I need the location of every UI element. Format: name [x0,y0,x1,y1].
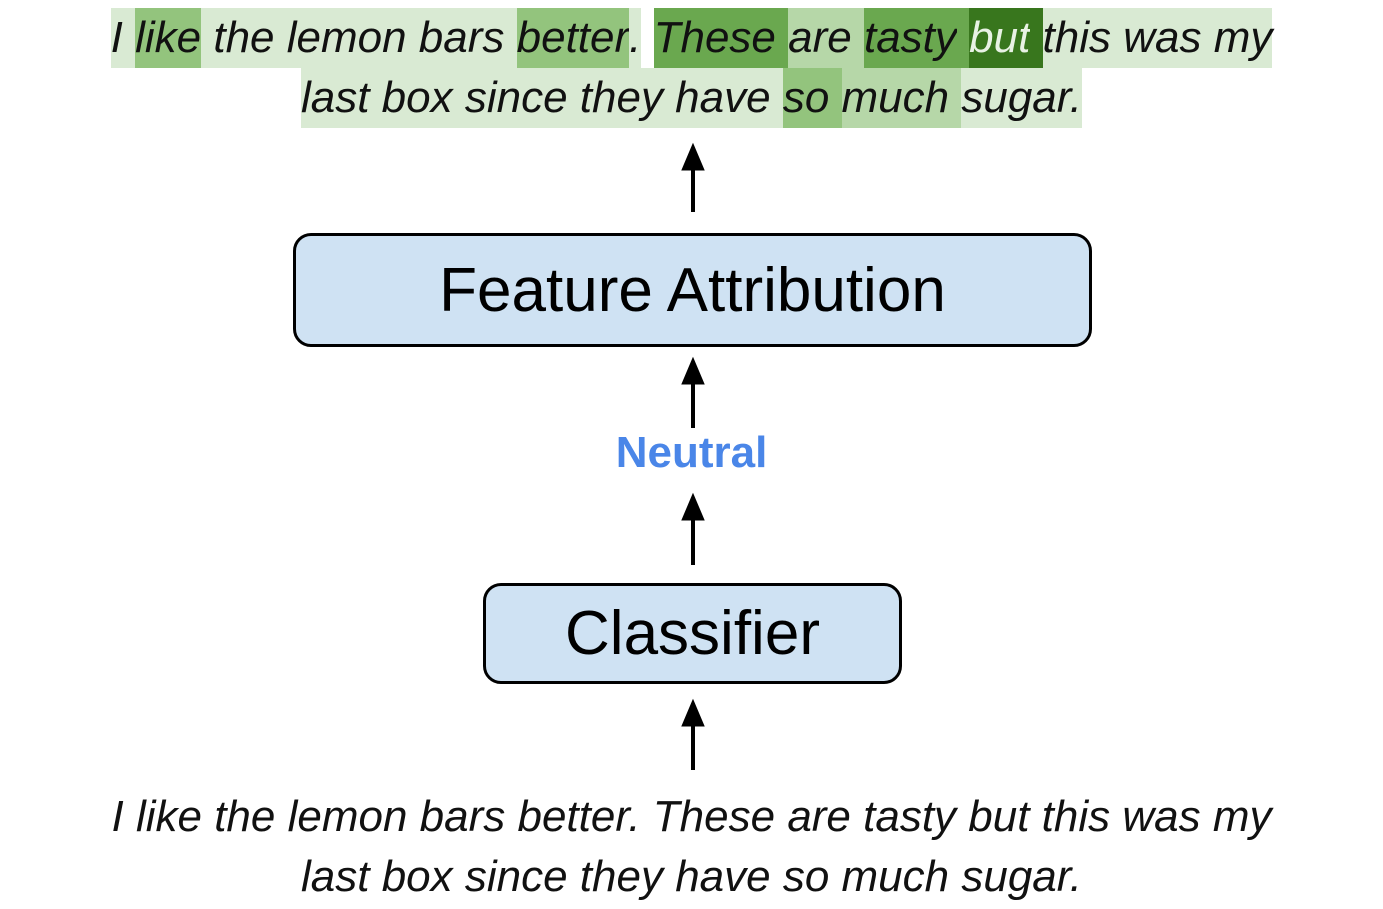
attribution-token [122,8,136,68]
input-text: I like the lemon bars better. These are … [0,787,1383,907]
attribution-token [956,8,970,68]
arrow-to-prediction-label [681,492,705,565]
attribution-token: I [110,8,123,68]
attribution-token [641,8,654,68]
attribution-token [829,68,842,128]
input-text-line-1: I like the lemon bars better. These are … [111,792,1272,841]
attribution-token: sugar. [961,68,1083,128]
arrow-to-feature-attribution [681,356,705,428]
attributed-output-text: I like the lemon bars better. These are … [0,8,1383,128]
attribution-token: better [516,8,630,68]
attribution-token: tasty [863,8,957,68]
attribution-token [949,68,962,128]
attribution-token: . [629,8,642,68]
attribution-token [1030,8,1043,68]
attributed-line-2: last box since they have so much sugar. [0,68,1383,128]
input-text-line-2: last box since they have so much sugar. [301,852,1082,901]
classifier-box: Classifier [483,583,902,684]
attribution-token: last box since they have [300,68,783,128]
attribution-token [775,8,789,68]
attribution-token [851,8,864,68]
attribution-token: this was my [1042,8,1273,68]
attributed-line-1: I like the lemon bars better. These are … [0,8,1383,68]
arrow-to-output [681,142,705,212]
attribution-token: are [788,8,852,68]
attribution-token: the lemon bars [201,8,517,68]
feature-attribution-box: Feature Attribution [293,233,1092,347]
attribution-token: so [782,68,830,128]
attribution-token: These [653,8,776,68]
attribution-token: much [841,68,950,128]
attribution-token: like [135,8,202,68]
arrow-to-classifier [681,698,705,770]
classifier-label: Classifier [565,599,820,668]
prediction-label: Neutral [615,428,768,477]
feature-attribution-label: Feature Attribution [439,255,946,325]
attribution-token: but [969,8,1031,68]
